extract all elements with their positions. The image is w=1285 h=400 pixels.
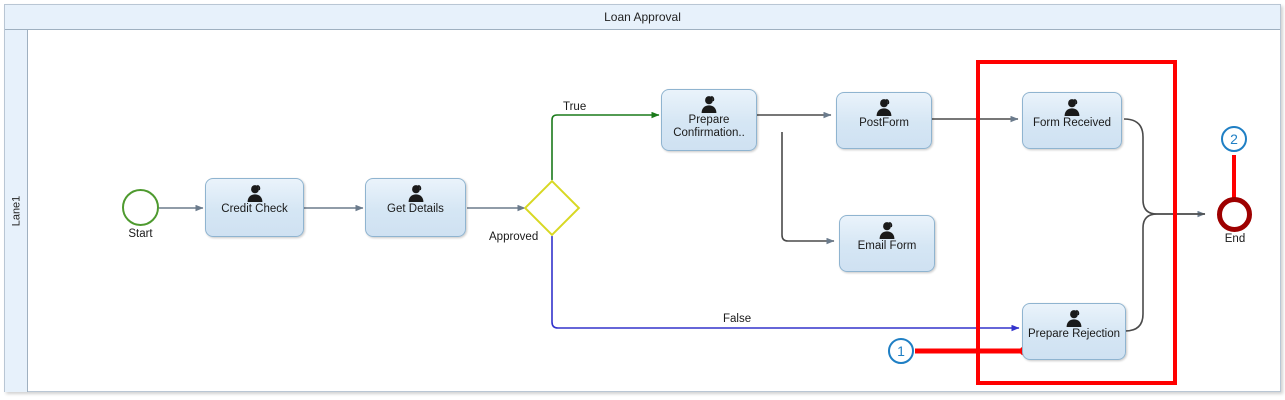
gateway-label: Approved — [489, 231, 539, 243]
highlight-rectangle — [976, 60, 1177, 385]
task-label: PostForm — [859, 117, 909, 129]
callout-marker-2-number: 2 — [1230, 131, 1238, 147]
start-event-label: Start — [128, 228, 153, 240]
task-label-line2: Confirmation.. — [673, 127, 745, 139]
task-prepare-rejection[interactable]: Prepare Rejection — [1022, 303, 1126, 360]
callout-marker-2[interactable]: 2 — [1221, 126, 1247, 152]
task-post-form[interactable]: PostForm — [836, 92, 932, 149]
user-icon — [1062, 97, 1082, 117]
flow-label-true: True — [563, 101, 587, 113]
task-label: Credit Check — [221, 203, 288, 215]
task-form-received[interactable]: Form Received — [1022, 92, 1122, 149]
lane-header: Lane1 — [5, 30, 28, 392]
user-icon — [699, 94, 719, 114]
task-prepare-confirmation[interactable]: Prepare Confirmation.. — [661, 89, 757, 151]
task-label: Get Details — [387, 203, 444, 215]
task-get-details[interactable]: Get Details — [365, 178, 466, 237]
task-email-form[interactable]: Email Form — [839, 215, 935, 272]
user-icon — [874, 97, 894, 117]
task-label: Email Form — [857, 240, 917, 252]
pool-title: Loan Approval — [5, 5, 1280, 30]
user-icon — [1064, 308, 1084, 328]
callout-marker-1-number: 1 — [897, 343, 905, 359]
user-icon — [406, 183, 426, 203]
end-event[interactable] — [1217, 197, 1252, 232]
task-label: Prepare Rejection — [1027, 328, 1121, 340]
pool-loan-approval: Loan Approval Lane1 — [4, 4, 1281, 392]
task-label-line1: Prepare — [688, 114, 730, 126]
user-icon — [245, 183, 265, 203]
task-label: Form Received — [1033, 117, 1111, 129]
callout-marker-1[interactable]: 1 — [888, 338, 914, 364]
pool-title-text: Loan Approval — [604, 10, 681, 24]
start-event[interactable] — [122, 189, 159, 226]
user-icon — [877, 220, 897, 240]
flow-label-false: False — [723, 313, 752, 325]
end-event-label: End — [1224, 233, 1246, 245]
task-credit-check[interactable]: Credit Check — [205, 178, 304, 237]
lane-label-text: Lane1 — [10, 195, 22, 227]
